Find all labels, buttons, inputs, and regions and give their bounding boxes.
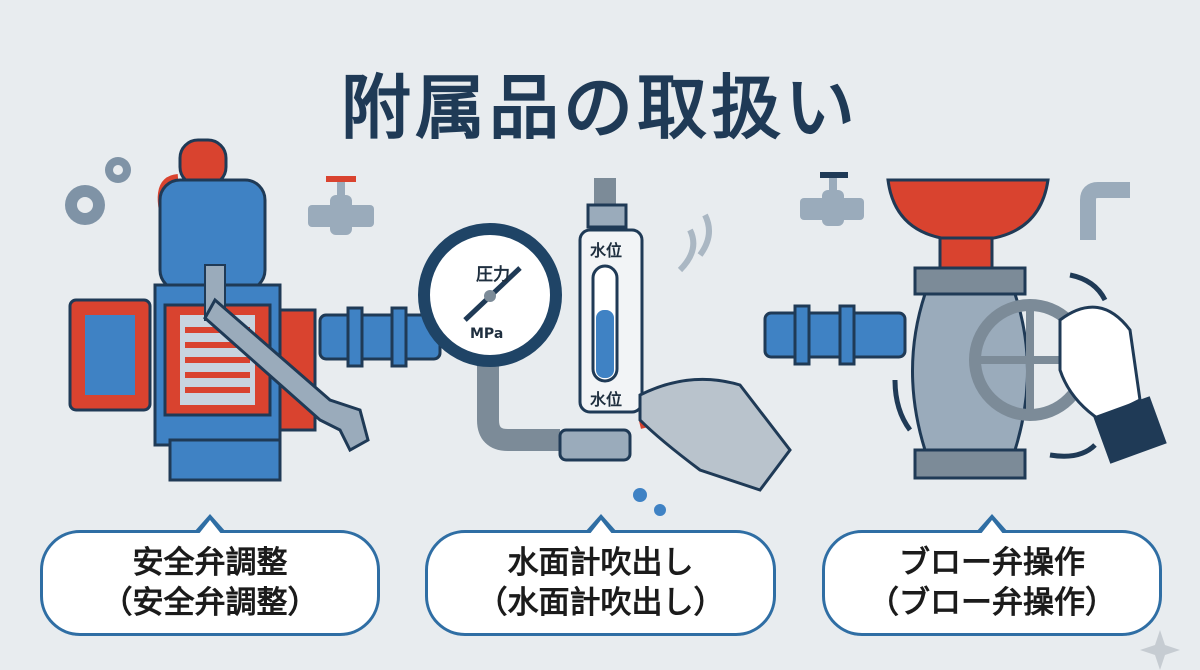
faucet-icon — [308, 176, 374, 235]
pipe — [318, 304, 907, 368]
glove-hand-icon — [638, 377, 792, 492]
water-gauge-blowdown-label: 水面計吹出し （水面計吹出し） — [425, 514, 776, 636]
faucet-icon — [800, 172, 864, 226]
steam-icon — [677, 213, 712, 273]
page-title: 附属品の取扱い — [341, 67, 859, 149]
sparkle-icon — [1140, 630, 1180, 670]
label-line2: （安全弁調整） — [101, 585, 319, 621]
rotate-arrow-icon — [892, 272, 1108, 459]
gear-icon — [65, 157, 131, 225]
blow-valve-operation-label: ブロー弁操作 （ブロー弁操作） — [822, 514, 1162, 636]
label-line1: 水面計吹出し — [507, 544, 694, 581]
pipe-elbow-icon — [1080, 182, 1130, 240]
blow-valve-illustration — [886, 178, 1167, 480]
label-line1: ブロー弁操作 — [899, 544, 1085, 581]
label-line1: 安全弁調整 — [132, 544, 288, 581]
water-drop-icon — [633, 488, 666, 516]
water-level-bottom-label: 水位 — [590, 390, 622, 409]
gauge-label: 圧力 — [476, 264, 510, 285]
water-level-top-label: 水位 — [590, 241, 622, 260]
label-line2: （ブロー弁操作） — [868, 585, 1116, 621]
safety-valve-adjustment-label: 安全弁調整 （安全弁調整） — [40, 514, 380, 636]
label-line2: （水面計吹出し） — [476, 585, 725, 621]
pressure-gauge: 圧力 MPa — [418, 223, 562, 451]
safety-valve-illustration — [68, 138, 370, 482]
gauge-unit: MPa — [470, 326, 503, 342]
water-level-gauge: 水位 水位 — [558, 178, 792, 516]
wrench-icon — [203, 297, 370, 453]
